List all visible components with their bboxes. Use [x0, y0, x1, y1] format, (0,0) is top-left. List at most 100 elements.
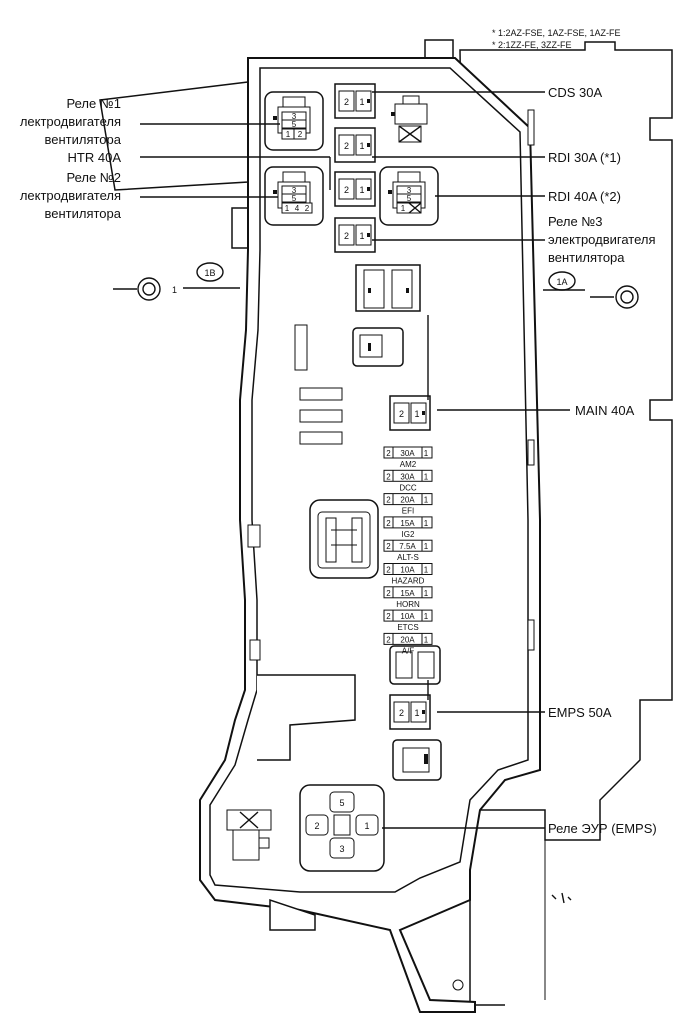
- relay-socket-top: [391, 95, 428, 143]
- mini-fuse-name: IG2: [402, 530, 415, 539]
- relay3-label-line1: Реле №3: [548, 214, 603, 229]
- relay1-pin-3: 3: [292, 112, 297, 121]
- empty-slots: [226, 264, 442, 861]
- relay1-label-line1: Реле №1: [66, 96, 121, 111]
- connector-1a-tag: 1A: [556, 277, 567, 287]
- mini-fuse-name: DCC: [399, 483, 417, 492]
- mini-fuse-pin-2: 2: [386, 496, 391, 505]
- relay1-pin-2: 2: [298, 130, 303, 139]
- relay2-pin-2: 2: [305, 204, 310, 213]
- emps-pin-1: 1: [364, 821, 369, 831]
- mini-fuse-name: HORN: [396, 600, 420, 609]
- mini-fuse-name: AM2: [400, 460, 417, 469]
- emps-relay: 5 2 1 3: [299, 784, 385, 872]
- mini-fuse-pin-2: 2: [386, 519, 391, 528]
- mini-fuse-pin-1: 1: [424, 472, 429, 481]
- mini-fuse-name: A/F: [402, 646, 415, 655]
- mini-fuse-pin-2: 2: [386, 449, 391, 458]
- mini-fuse-name: EFI: [402, 507, 414, 516]
- cds-fuse-pin-1: 1: [359, 97, 364, 107]
- main-fuse-label: MAIN 40A: [575, 403, 635, 418]
- cds-fuse-label: CDS 30A: [548, 85, 603, 100]
- relay2-label-line3: вентилятора: [44, 206, 121, 221]
- emps-pin-5: 5: [339, 798, 344, 808]
- mini-fuse-pin-1: 1: [424, 612, 429, 621]
- mini-fuse-pin-2: 2: [386, 589, 391, 598]
- main-fuse-pin-2: 2: [399, 409, 404, 419]
- note-2: * 2:1ZZ-FE, 3ZZ-FE: [492, 40, 572, 50]
- htr-fuse-label: HTR 40A: [68, 150, 122, 165]
- fan-relay-1: 3 5 1 2: [264, 91, 324, 151]
- mini-fuse-pin-2: 2: [386, 635, 391, 644]
- mini-fuse-rating: 15A: [400, 589, 415, 598]
- leader-lines: [140, 91, 570, 829]
- mini-fuse-name: ETCS: [397, 623, 418, 632]
- relay2-pin-4: 4: [295, 204, 300, 213]
- emps-pin-3: 3: [339, 844, 344, 854]
- mini-fuse-pin-1: 1: [424, 542, 429, 551]
- relay2-label-line1: Реле №2: [66, 170, 121, 185]
- mini-fuse-rating: 15A: [400, 519, 415, 528]
- mini-fuse-rating: 10A: [400, 566, 415, 575]
- scribble-mark: [551, 892, 572, 904]
- cds-fuse-pin-2: 2: [344, 97, 349, 107]
- htr-fuse-pin-2: 2: [344, 185, 349, 195]
- relay3-label-line2: электродвигателя: [548, 232, 656, 247]
- relay2-label-line2: лектродвигателя: [20, 188, 121, 203]
- mini-fuse-pin-2: 2: [386, 542, 391, 551]
- emps-fuse-label: EMPS 50A: [548, 705, 612, 720]
- mini-fuse-pin-2: 2: [386, 612, 391, 621]
- mini-fuse-pin-1: 1: [424, 589, 429, 598]
- relay3-pin-5: 5: [407, 194, 412, 203]
- relay1-label-line2: лектродвигателя: [20, 114, 121, 129]
- relay2-pin-1: 1: [285, 204, 290, 213]
- emps-fuse-pin-2: 2: [399, 708, 404, 718]
- emps-relay-label: Реле ЭУР (EMPS): [548, 821, 657, 836]
- rdi30-fuse-pin-1: 1: [359, 141, 364, 151]
- mini-fuse-rating: 20A: [400, 635, 415, 644]
- mini-fuse-pin-1: 1: [424, 449, 429, 458]
- emps-fuse-pin-1: 1: [414, 708, 419, 718]
- emps-pin-2: 2: [314, 821, 319, 831]
- mini-fuse-pin-2: 2: [386, 566, 391, 575]
- note-1: * 1:2AZ-FSE, 1AZ-FSE, 1AZ-FE: [492, 28, 621, 38]
- rdi40-fuse-label: RDI 40A (*2): [548, 189, 621, 204]
- relay1-pin-5: 5: [292, 120, 297, 129]
- rdi40-fuse-pin-1: 1: [359, 231, 364, 241]
- relay2-pin-3: 3: [292, 186, 297, 195]
- relay3-label-line3: вентилятора: [548, 250, 625, 265]
- mini-fuse-pin-1: 1: [424, 519, 429, 528]
- ground-terminal-1a: 1A: [543, 271, 639, 309]
- htr-fuse-pin-1: 1: [359, 185, 364, 195]
- relay1-pin-1: 1: [286, 130, 291, 139]
- mini-fuse-rating: 10A: [400, 612, 415, 621]
- mini-fuse-name: HAZARD: [392, 577, 425, 586]
- relay3-pin-1: 1: [401, 204, 406, 213]
- mini-fuse-rating: 7.5A: [399, 542, 416, 551]
- mini-fuse-rating: 30A: [400, 472, 415, 481]
- fan-relay-3: 3 5 1: [379, 166, 439, 226]
- mini-fuse-name: ALT-S: [397, 553, 419, 562]
- relay2-pin-5: 5: [292, 194, 297, 203]
- relay1-label-line3: вентилятора: [44, 132, 121, 147]
- relay3-pin-3: 3: [407, 186, 412, 195]
- ground-terminal-1b: 1 1B: [113, 262, 240, 301]
- connector-1b-tag: 1B: [204, 268, 215, 278]
- mini-fuse-rating: 20A: [400, 496, 415, 505]
